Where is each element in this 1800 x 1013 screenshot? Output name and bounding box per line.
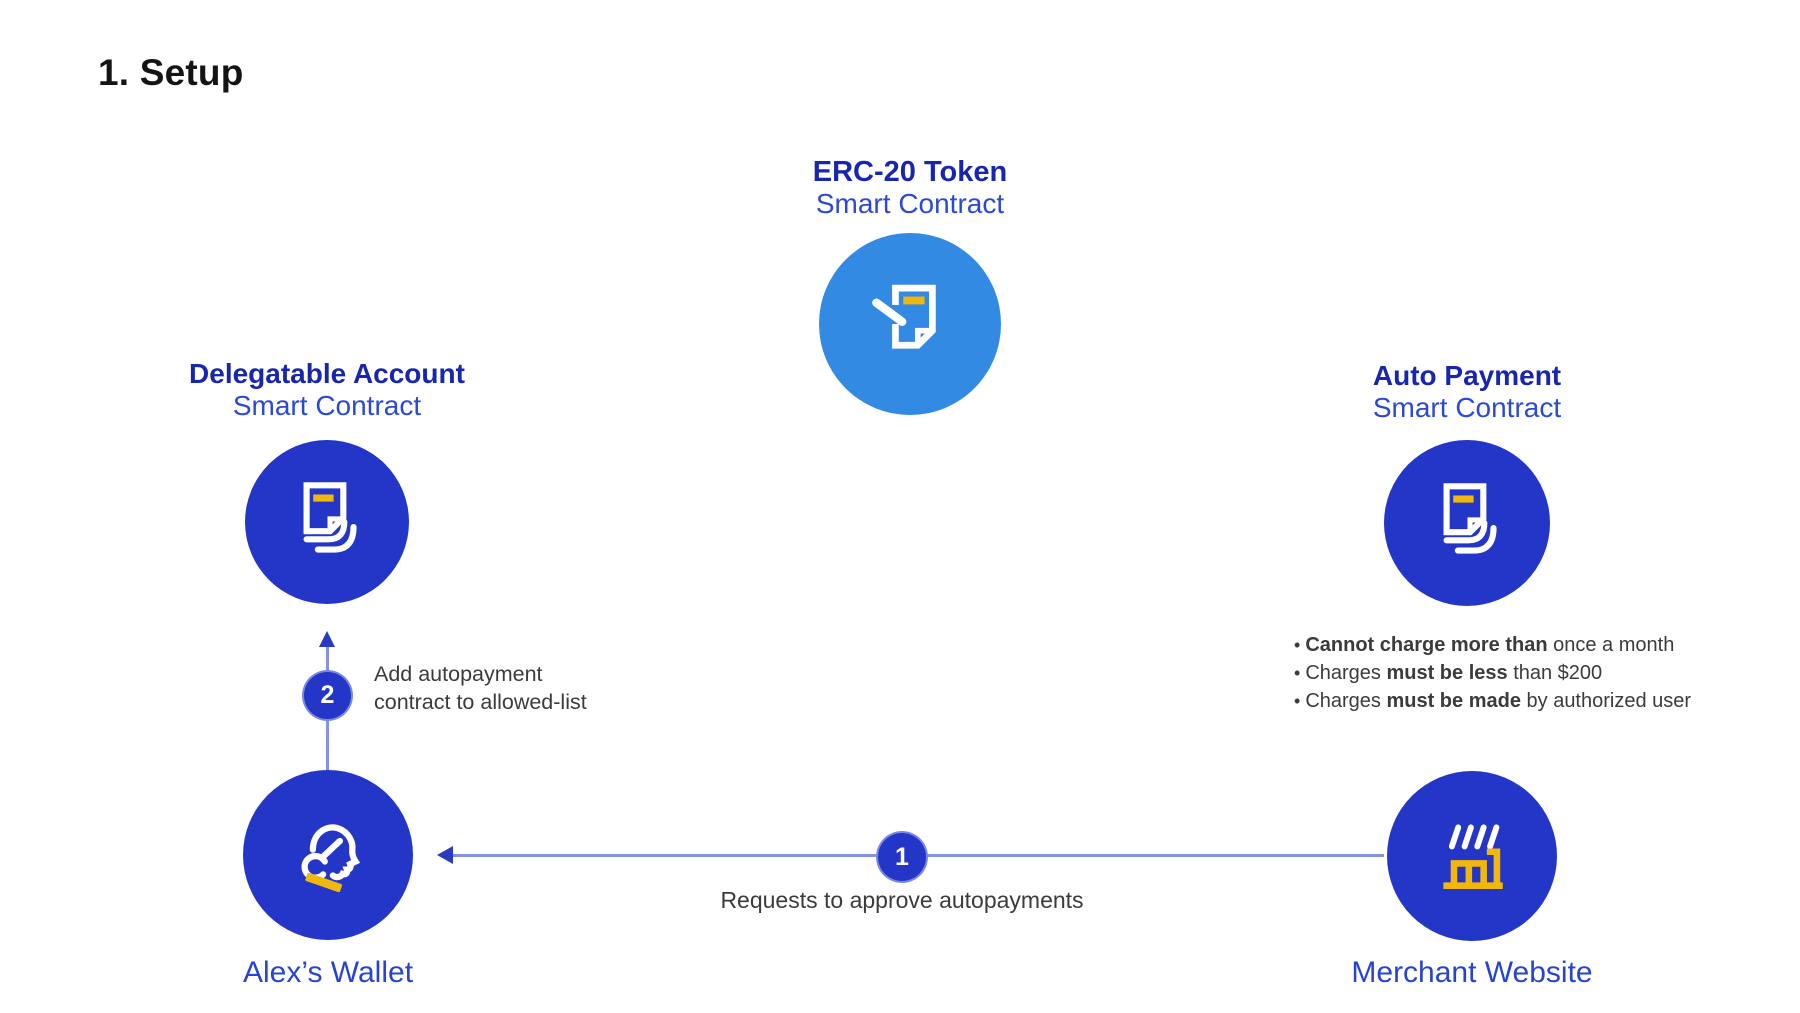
smart-contract-document-icon	[1443, 483, 1497, 554]
delegatable-heading: Delegatable Account Smart Contract	[122, 358, 532, 421]
delegatable-subtitle: Smart Contract	[232, 390, 422, 421]
autopayment-rule-1: Cannot charge more than once a month	[1294, 631, 1724, 659]
rule-2-bold: must be less	[1386, 662, 1508, 684]
document-pencil-icon	[872, 284, 936, 349]
rule-3-bold: must be made	[1386, 690, 1521, 712]
autopayment-rules: Cannot charge more than once a month Cha…	[1294, 631, 1724, 715]
autopayment-subtitle: Smart Contract	[1372, 392, 1562, 423]
autopayment-title: Auto Payment	[1372, 360, 1562, 391]
storefront-icon	[1443, 824, 1503, 889]
rule-1-bold: Cannot charge more than	[1305, 634, 1548, 656]
wallet-label: Alex’s Wallet	[242, 956, 414, 989]
step1-label: Requests to approve autopayments	[720, 887, 1084, 913]
rule-3-pre: Charges	[1305, 690, 1387, 712]
erc20-subtitle: Smart Contract	[815, 188, 1005, 219]
step1-arrowhead-left	[437, 846, 453, 864]
erc20-title: ERC-20 Token	[812, 156, 1008, 188]
delegatable-circle	[245, 440, 409, 604]
merchant-label: Merchant Website	[1351, 956, 1593, 989]
step2-label: Add autopayment contract to allowed-list	[374, 662, 587, 714]
autopayment-rule-2: Charges must be less than $200	[1294, 659, 1724, 687]
step2-badge: 2	[304, 672, 351, 719]
merchant-circle	[1387, 771, 1557, 941]
erc20-circle	[819, 233, 1001, 415]
autopayment-rule-3: Charges must be made by authorized user	[1294, 687, 1724, 715]
person-profile-icon	[301, 824, 361, 893]
delegatable-title: Delegatable Account	[189, 358, 465, 389]
erc20-heading: ERC-20 Token Smart Contract	[705, 156, 1115, 219]
wallet-circle	[243, 770, 413, 940]
rule-2-pre: Charges	[1305, 662, 1387, 684]
step2-arrowhead-up	[319, 631, 335, 647]
autopayment-heading: Auto Payment Smart Contract	[1262, 360, 1672, 423]
smart-contract-document-icon	[303, 482, 357, 553]
rule-3-post: by authorized user	[1520, 690, 1692, 712]
step1-badge: 1	[878, 833, 926, 881]
rule-1-post: once a month	[1547, 634, 1675, 656]
rule-2-post: than $200	[1507, 662, 1603, 684]
autopayment-circle	[1384, 440, 1550, 606]
page-title: 1. Setup	[98, 52, 244, 93]
